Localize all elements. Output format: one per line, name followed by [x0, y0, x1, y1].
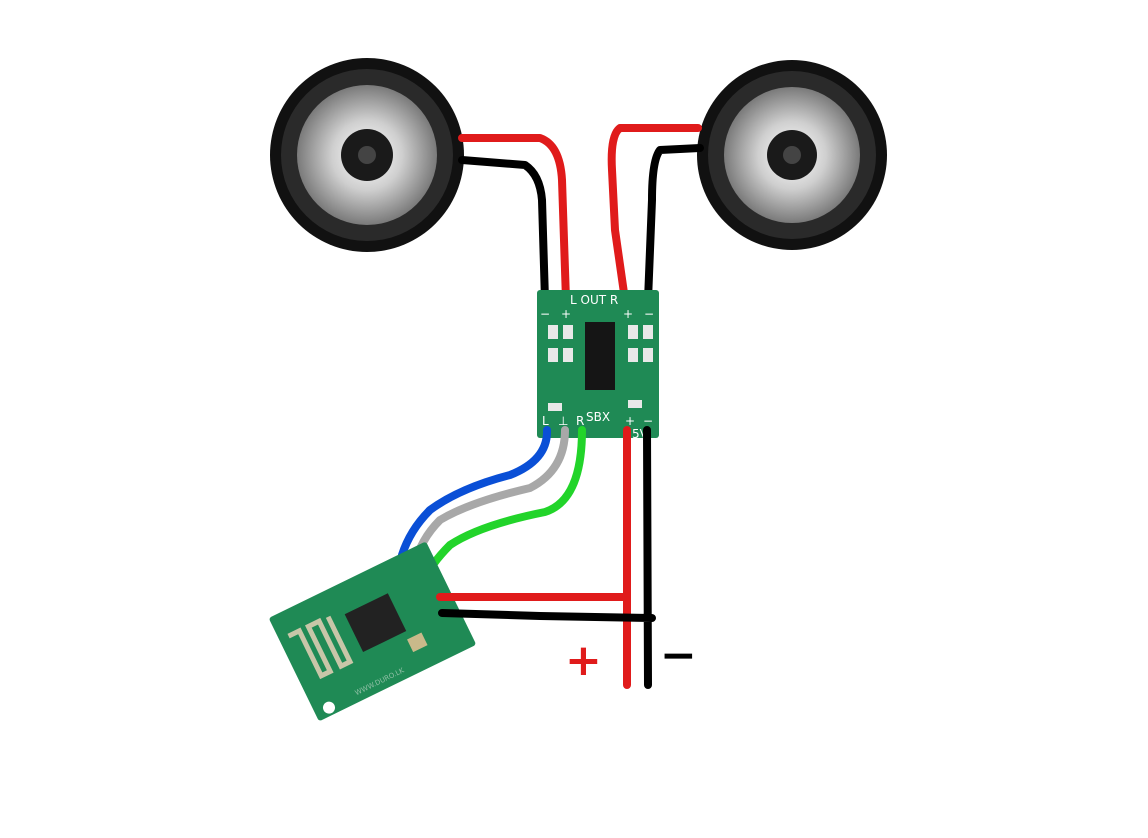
power-pin-mark: + — [625, 414, 635, 428]
right-speaker-negative-wire — [644, 144, 704, 304]
left-speaker-positive-wire — [458, 134, 570, 304]
input-pin-r: R — [576, 414, 584, 428]
out-pin-mark: − — [540, 307, 550, 321]
bluetooth-module: WWW.DURO.LK — [269, 542, 476, 721]
out-pin-mark: + — [561, 307, 571, 321]
chip-label: SBX — [586, 410, 610, 424]
right-speaker — [697, 60, 887, 250]
input-pin-ground: ⊥ — [558, 414, 568, 428]
out-pin-mark: + — [623, 307, 633, 321]
right-input-wire — [421, 426, 586, 584]
power-positive-wire — [436, 426, 631, 689]
negative-supply-label: − — [660, 630, 697, 681]
output-label: L OUT R — [570, 293, 618, 307]
right-speaker-positive-wire — [607, 124, 702, 304]
input-pin-l: L — [542, 414, 549, 428]
power-negative-wire — [438, 426, 656, 689]
ground-input-wire — [411, 426, 569, 569]
left-speaker — [270, 58, 464, 252]
amplifier-board: L OUT R SBX 5V − + + − L ⊥ R + − — [537, 290, 659, 441]
antenna-trace — [287, 615, 354, 680]
left-speaker-negative-wire — [458, 156, 549, 304]
power-pin-mark: − — [643, 414, 653, 428]
out-pin-mark: − — [644, 307, 654, 321]
left-input-wire — [398, 426, 551, 559]
positive-supply-label: + — [565, 635, 602, 686]
